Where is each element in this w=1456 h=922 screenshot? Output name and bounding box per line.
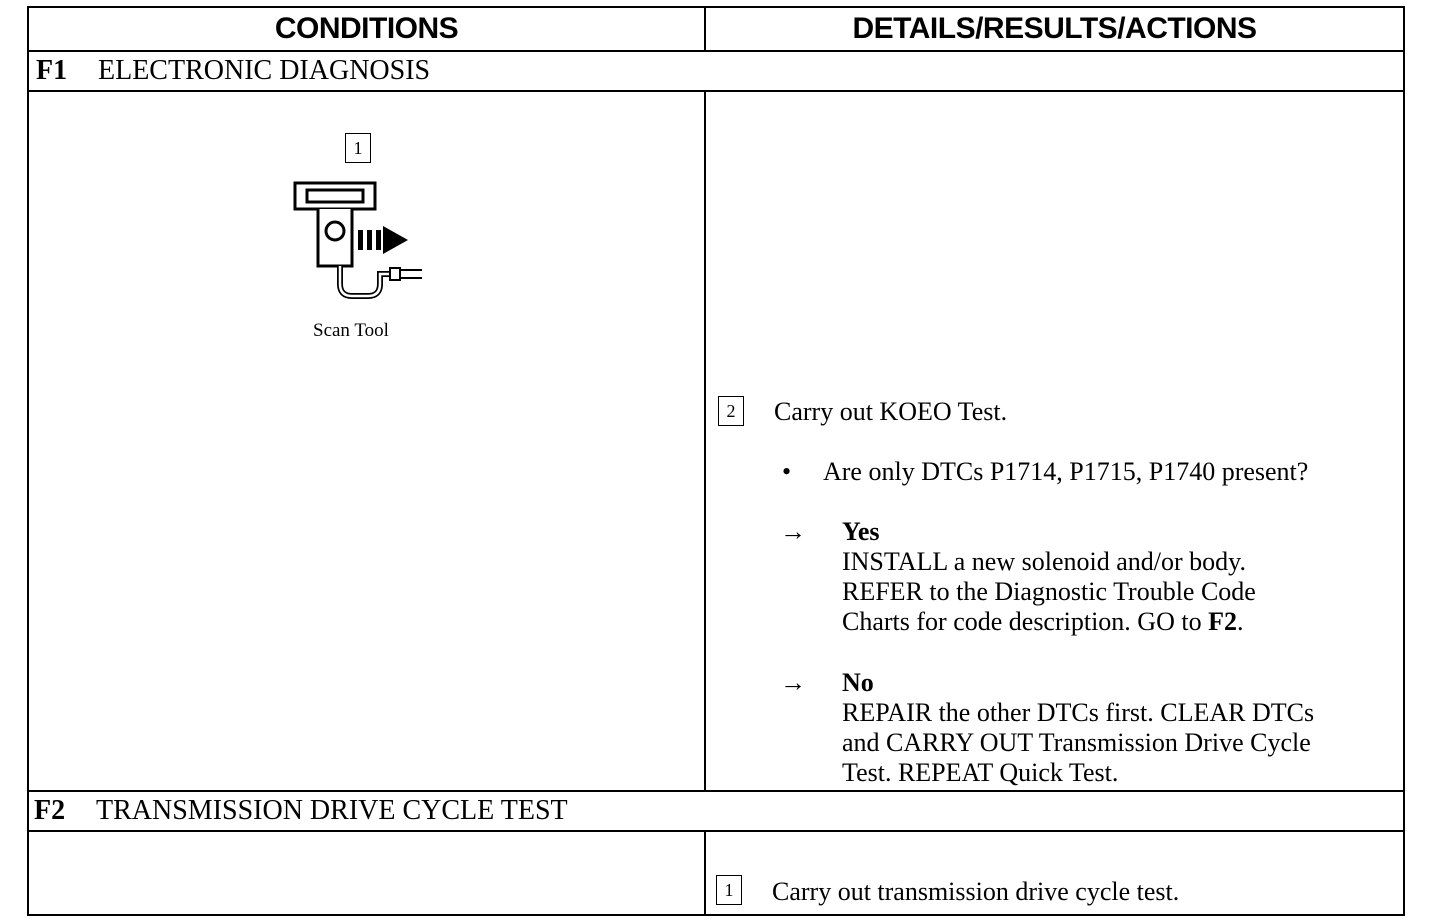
scan-tool-step-number: 1 xyxy=(345,133,371,163)
step-2-text: Carry out KOEO Test. xyxy=(774,397,1008,426)
yes-line-3: Charts for code description. GO to F2. xyxy=(842,607,1243,637)
f1-code: F1 xyxy=(36,55,68,86)
f2-code: F2 xyxy=(34,795,66,826)
f1-title: ELECTRONIC DIAGNOSIS xyxy=(98,55,431,86)
scan-tool-icon xyxy=(293,181,422,299)
f2-title-top-separator xyxy=(27,790,1405,792)
column-divider-f1 xyxy=(704,92,706,792)
no-label: No xyxy=(842,668,874,697)
table-frame xyxy=(27,6,1405,916)
header-separator xyxy=(27,50,1405,52)
f2-title-separator xyxy=(27,830,1405,832)
f2-section-title: F2 TRANSMISSION DRIVE CYCLE TEST xyxy=(34,795,568,827)
no-arrow: → xyxy=(780,668,806,697)
dtc-question: Are only DTCs P1714, P1715, P1740 presen… xyxy=(823,457,1309,486)
f1-section-title: F1 ELECTRONIC DIAGNOSIS xyxy=(36,55,430,87)
goto-f2-link[interactable]: F2 xyxy=(1208,607,1237,636)
yes-line-2: REFER to the Diagnostic Trouble Code xyxy=(842,577,1256,606)
conditions-header: CONDITIONS xyxy=(274,12,459,45)
column-divider-top xyxy=(704,6,706,52)
yes-line-3-text: Charts for code description. GO to xyxy=(842,607,1209,636)
yes-line-1: INSTALL a new solenoid and/or body. xyxy=(842,547,1246,576)
bullet: • xyxy=(782,457,792,486)
details-header: DETAILS/RESULTS/ACTIONS xyxy=(852,12,1257,45)
f2-title: TRANSMISSION DRIVE CYCLE TEST xyxy=(96,795,568,826)
column-divider-f2 xyxy=(704,832,706,916)
yes-line-3-end: . xyxy=(1236,607,1244,636)
f1-title-separator xyxy=(27,90,1405,92)
step-2-number: 2 xyxy=(718,396,744,426)
scan-tool-label: Scan Tool xyxy=(313,320,389,341)
yes-label: Yes xyxy=(842,517,880,546)
no-line-2: and CARRY OUT Transmission Drive Cycle xyxy=(842,728,1311,757)
yes-arrow: → xyxy=(780,517,806,546)
no-line-3: Test. REPEAT Quick Test. xyxy=(842,758,1119,787)
no-line-1: REPAIR the other DTCs first. CLEAR DTCs xyxy=(842,698,1315,727)
f2-step-1-number: 1 xyxy=(716,875,742,905)
f2-step-1-text: Carry out transmission drive cycle test. xyxy=(772,877,1180,906)
